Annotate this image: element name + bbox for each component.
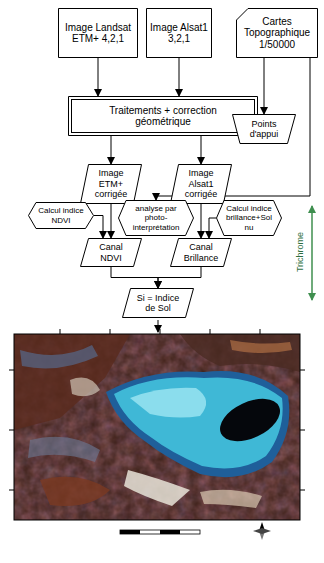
- node-label: Canal Brillance: [182, 242, 220, 263]
- trichrome-arrow: [311, 206, 313, 300]
- node-label: Calcul indice brillance+Sol nu: [225, 204, 273, 232]
- node-label: analyse par photo-interprétation: [127, 204, 185, 232]
- flow-arrow: [209, 218, 216, 238]
- data-parallelogram: Canal NDVI: [80, 238, 142, 267]
- flow-arrow: [264, 58, 265, 114]
- process-box: Traitements + correction géométrique: [68, 96, 258, 136]
- node-label: Calcul indice NDVI: [37, 206, 85, 224]
- frame-ticks: [9, 329, 305, 490]
- data-parallelogram: Si = Indice de Sol: [122, 288, 194, 318]
- preparation-hexagon: Calcul indice brillance+Sol nu: [216, 200, 282, 236]
- data-parallelogram: Canal Brillance: [170, 238, 232, 267]
- flow-arrow: [201, 136, 202, 164]
- flow-arrow: [111, 136, 112, 164]
- data-parallelogram: Image Alsat1 corrigée: [170, 164, 232, 204]
- node-label: Image Alsat1 corrigée: [182, 168, 220, 199]
- data-parallelogram: Image ETM+ corrigée: [80, 164, 142, 204]
- process-box: Image Landsat ETM+ 4,2,1: [58, 8, 138, 58]
- node-label: Image Alsat1 3,2,1: [150, 22, 208, 45]
- document-shape: Cartes Topographique 1/50000: [236, 8, 318, 58]
- flow-arrow: [179, 58, 180, 96]
- node-label: Points d'appui: [242, 119, 286, 140]
- flow-arrow: [111, 267, 158, 288]
- process-box: Image Alsat1 3,2,1: [146, 8, 212, 58]
- image-arrow: [158, 320, 159, 332]
- node-label: Image ETM+ corrigée: [92, 168, 130, 199]
- scale-bar: [120, 530, 200, 534]
- image-frame: [14, 334, 300, 520]
- north-arrow: [253, 522, 271, 540]
- node-label: Canal NDVI: [92, 242, 130, 263]
- trichrome-label: Trichrome: [294, 222, 306, 282]
- satellite-image: [14, 334, 300, 520]
- node-label: Cartes Topographique 1/50000: [242, 16, 312, 51]
- node-label: Si = Indice de Sol: [134, 293, 182, 314]
- flow-arrow: [158, 267, 201, 288]
- node-label: Image Landsat ETM+ 4,2,1: [62, 22, 134, 45]
- flow-arrow: [94, 216, 103, 239]
- flow-arrow: [201, 204, 202, 238]
- preparation-hexagon: Calcul indice NDVI: [28, 202, 94, 229]
- flow-arrow: [98, 58, 99, 96]
- flow-arrow: [111, 204, 112, 238]
- preparation-hexagon: analyse par photo-interprétation: [118, 200, 194, 236]
- node-label: Traitements + correction géométrique: [98, 105, 228, 128]
- manual-input: Points d'appui: [232, 114, 296, 144]
